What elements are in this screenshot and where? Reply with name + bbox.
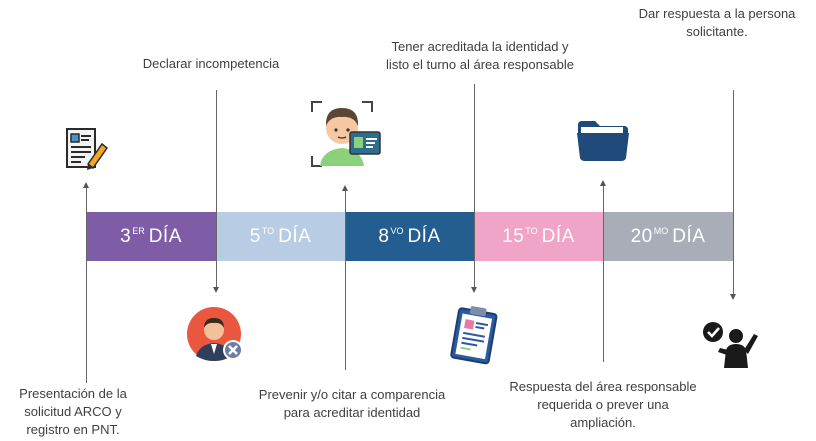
label-presentacion: Presentación de la solicitud ARCO y regi… bbox=[2, 385, 144, 439]
clipboard-icon bbox=[450, 306, 498, 365]
label-tener-line1: Tener acreditada la identidad y bbox=[391, 39, 569, 54]
connector-declarar bbox=[213, 90, 219, 293]
segment-day-8-word: DÍA bbox=[407, 225, 441, 247]
segment-day-15-number: 15 bbox=[502, 225, 525, 247]
segment-day-20-suffix: MO bbox=[653, 225, 669, 236]
label-presentacion-line1: Presentación de la bbox=[19, 386, 127, 401]
connector-respuesta-area bbox=[600, 180, 606, 362]
connector-prevenir bbox=[342, 185, 348, 370]
person-approved-icon bbox=[703, 322, 758, 368]
label-respuesta-area: Respuesta del área responsable requerida… bbox=[488, 378, 718, 432]
label-dar-respuesta-line2: solicitante. bbox=[686, 24, 748, 39]
label-prevenir-line1: Prevenir y/o citar a comparencia bbox=[258, 387, 446, 402]
identity-verification-icon bbox=[311, 101, 381, 167]
segment-day-5-word: DÍA bbox=[278, 225, 312, 247]
segment-day-5-suffix: TO bbox=[261, 225, 275, 236]
label-prevenir-line2: para acreditar identidad bbox=[283, 405, 421, 420]
segment-day-20-number: 20 bbox=[630, 225, 653, 247]
connector-dar-respuesta bbox=[730, 90, 736, 300]
label-respuesta-area-line3: ampliación. bbox=[570, 415, 636, 430]
segment-day-15-word: DÍA bbox=[541, 225, 575, 247]
segment-day-15-suffix: TO bbox=[525, 225, 538, 236]
segment-day-8-number: 8 bbox=[378, 225, 390, 247]
segment-day-3-word: DÍA bbox=[148, 225, 182, 247]
connector-tener bbox=[471, 84, 477, 293]
label-declarar-line1: Declarar incompetencia bbox=[142, 56, 280, 71]
connector-presentacion bbox=[83, 182, 89, 383]
label-respuesta-area-line1: Respuesta del área responsable bbox=[509, 379, 697, 394]
label-declarar: Declarar incompetencia bbox=[112, 55, 310, 73]
label-tener-line2: listo el turno al área responsable bbox=[386, 57, 574, 72]
label-dar-respuesta: Dar respuesta a la persona solicitante. bbox=[622, 5, 812, 41]
segment-day-3-suffix: ER bbox=[132, 225, 145, 236]
folder-icon bbox=[577, 121, 629, 161]
label-presentacion-line2: solicitud ARCO y bbox=[24, 404, 122, 419]
person-declined-icon bbox=[187, 307, 243, 361]
segment-day-3-number: 3 bbox=[120, 225, 132, 247]
label-presentacion-line3: registro en PNT. bbox=[26, 422, 120, 437]
label-dar-respuesta-line1: Dar respuesta a la persona bbox=[638, 6, 796, 21]
form-with-pen-icon bbox=[66, 128, 109, 170]
segment-day-20-word: DÍA bbox=[672, 225, 706, 247]
label-tener: Tener acreditada la identidad y listo el… bbox=[360, 38, 600, 74]
label-respuesta-area-line2: requerida o prever una bbox=[537, 397, 669, 412]
label-prevenir: Prevenir y/o citar a comparencia para ac… bbox=[232, 386, 472, 422]
segment-day-5-number: 5 bbox=[249, 225, 261, 247]
segment-day-8-suffix: VO bbox=[390, 225, 404, 236]
